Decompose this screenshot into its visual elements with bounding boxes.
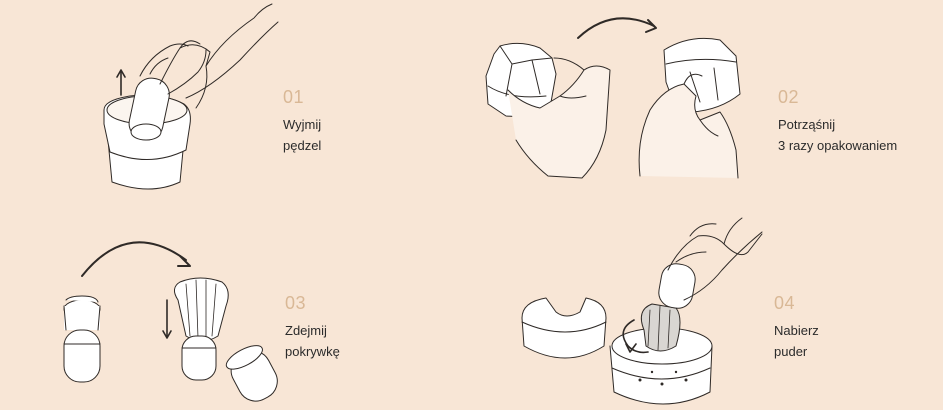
step-2-number: 02 (778, 87, 800, 107)
step3-illustration (64, 242, 284, 407)
step-2-line-1: Potrząśnij (778, 117, 836, 132)
step-1: 01 Wyjmij pędzel (283, 87, 321, 156)
step-3-text: Zdejmij pokrywkę (285, 320, 340, 362)
step-1-line-2: pędzel (283, 138, 322, 153)
step-4-text: Nabierz puder (774, 320, 819, 362)
step-2-line-2: 3 razy opakowaniem (778, 138, 898, 153)
step-1-number: 01 (283, 87, 305, 107)
step-4-line-1: Nabierz (774, 323, 819, 338)
step-4-number: 04 (774, 293, 796, 313)
step-2-text: Potrząśnij 3 razy opakowaniem (778, 114, 897, 156)
step-4-line-2: puder (774, 344, 808, 359)
step2-illustration (486, 18, 740, 178)
step-3-line-1: Zdejmij (285, 323, 327, 338)
step-2: 02 Potrząśnij 3 razy opakowaniem (778, 87, 897, 156)
step1-illustration (104, 4, 278, 189)
step-1-line-1: Wyjmij (283, 117, 322, 132)
step4-illustration (522, 218, 762, 404)
step-3-number: 03 (285, 293, 307, 313)
step-3: 03 Zdejmij pokrywkę (285, 293, 340, 362)
step-4: 04 Nabierz puder (774, 293, 819, 362)
step-1-text: Wyjmij pędzel (283, 114, 321, 156)
step-3-line-2: pokrywkę (285, 344, 340, 359)
